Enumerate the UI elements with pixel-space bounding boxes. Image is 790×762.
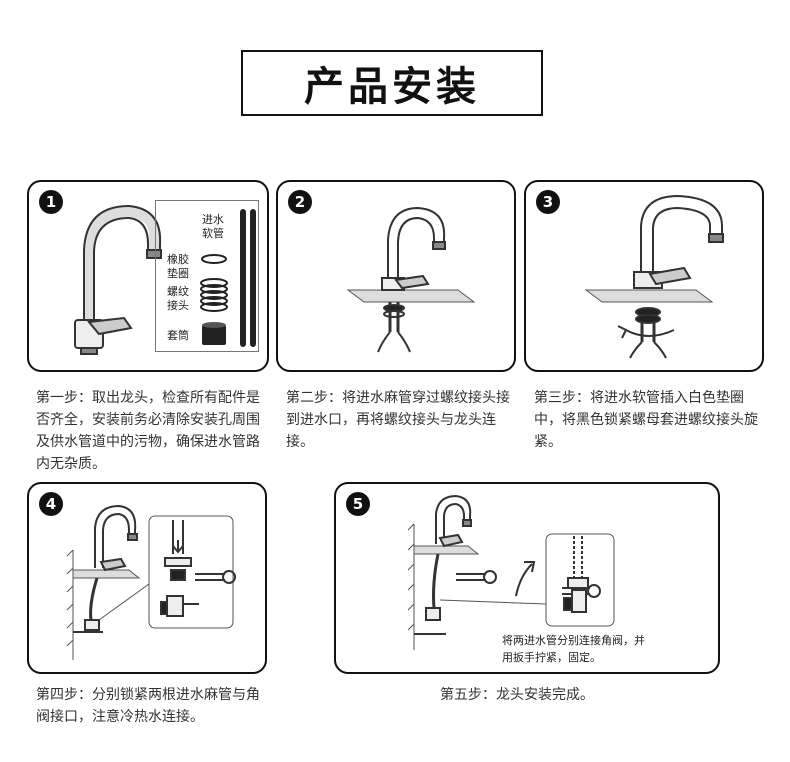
- valve-detail-icon: [160, 520, 199, 617]
- faucet-icon: [414, 494, 472, 635]
- step-4-number: 4: [39, 492, 63, 516]
- step-4-panel: 4: [27, 482, 267, 674]
- step-5-number: 5: [346, 492, 370, 516]
- countertop-icon: [346, 289, 476, 303]
- step-5-faucet-illustration: [407, 494, 615, 650]
- faucet-icon: [73, 504, 138, 633]
- part-label-sleeve: 套筒: [167, 329, 189, 342]
- part-label-thread: 螺纹接头: [167, 285, 189, 312]
- part-label-gasket: 橡胶垫圈: [167, 253, 189, 280]
- countertop-icon: [584, 289, 714, 303]
- page-title: 产品安装: [304, 64, 480, 110]
- title-box: 产品安装: [241, 50, 543, 116]
- step-5-caption: 第五步：龙头安装完成。: [440, 687, 594, 703]
- gasket-icon: [201, 254, 227, 264]
- step-1-caption: 第一步：取出龙头，检查所有配件是否齐全，安装前务必清除安装孔周围及供水管道中的污…: [36, 390, 260, 472]
- sleeve-icon: [202, 322, 226, 345]
- step-1-panel: 1: [27, 180, 269, 372]
- wall-icon: [66, 549, 74, 660]
- hose-icon: [240, 209, 256, 347]
- inset-box: [439, 533, 615, 627]
- countertop-icon: [413, 545, 480, 555]
- wall-icon: [407, 523, 415, 650]
- wrench-icon: [195, 570, 236, 584]
- rotate-arrow-icon: [617, 325, 675, 339]
- thread-icon: [200, 278, 228, 312]
- step-3-caption: 第三步：将进水软管插入白色垫圈中，将黑色锁紧螺母套进螺纹接头旋紧。: [534, 390, 758, 450]
- step-5-panel: 5: [334, 482, 720, 674]
- countertop-icon: [72, 569, 141, 579]
- step-2-faucet-illustration: [346, 206, 476, 353]
- step-1-number: 1: [39, 190, 63, 214]
- part-label-hose: 进水软管: [202, 213, 224, 240]
- step-2-caption: 第二步：将进水麻管穿过螺纹接头接到进水口，再将螺纹接头与龙头连接。: [286, 390, 510, 450]
- parts-box: 进水软管 橡胶垫圈 螺纹接头 套筒: [155, 200, 259, 352]
- step-3-number: 3: [536, 190, 560, 214]
- step-5-note: 将两进水管分别连接角阀，并用扳手拧紧，固定。: [502, 634, 645, 664]
- step-2-panel: 2: [276, 180, 516, 372]
- step-1-faucet-illustration: [74, 204, 162, 355]
- step-4-faucet-illustration: [66, 504, 236, 660]
- step-4-caption: 第四步：分别锁紧两根进水麻管与角阀接口，注意冷热水连接。: [36, 687, 260, 725]
- faucet-icon: [629, 194, 724, 359]
- step-3-panel: 3: [524, 180, 764, 372]
- faucet-icon: [74, 204, 162, 355]
- step-3-faucet-illustration: [584, 194, 724, 359]
- arrow-up-icon: [515, 561, 536, 597]
- step-2-number: 2: [288, 190, 312, 214]
- valve-detail-icon: [563, 536, 589, 613]
- faucet-icon: [377, 206, 446, 353]
